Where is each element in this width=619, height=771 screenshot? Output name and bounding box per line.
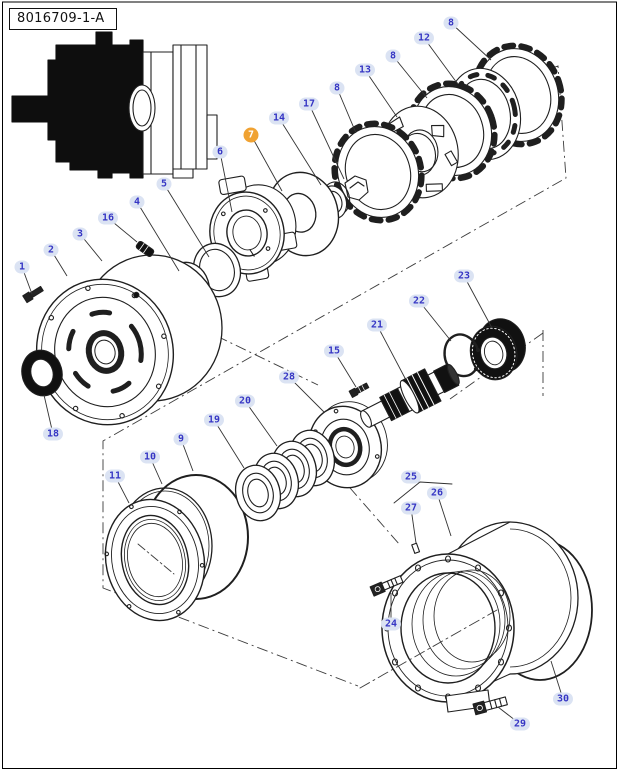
callout-badge-10[interactable]: 10: [139, 450, 161, 464]
part-6-piston-housing: [209, 175, 298, 282]
leader-line-14: [278, 117, 322, 186]
part-number-box: 8016709-1-A: [9, 8, 118, 30]
part-23-bearing: [469, 318, 526, 381]
part-24-bolt: [369, 575, 404, 597]
callout-badge-1[interactable]: 1: [14, 260, 30, 274]
callout-badge-3[interactable]: 3: [72, 227, 88, 241]
group-25-bracket: [393, 481, 453, 504]
leader-line-26: [436, 492, 452, 537]
part-1-bolt: [22, 285, 44, 304]
part-26-housing-drum: [381, 521, 579, 713]
callout-badge-2[interactable]: 2: [43, 243, 59, 257]
callout-badge-7-highlighted[interactable]: 7: [243, 127, 259, 143]
part-29-bolt: [472, 696, 508, 716]
callout-badge-8[interactable]: 8: [443, 16, 459, 30]
callout-badge-22[interactable]: 22: [408, 294, 430, 308]
callout-badge-17[interactable]: 17: [298, 97, 320, 111]
callout-badge-18[interactable]: 18: [42, 427, 64, 441]
leader-line-22: [418, 300, 452, 342]
part-15-screw: [348, 382, 370, 398]
leader-line-7: [250, 134, 283, 192]
part-19-20-spring-washers: [234, 429, 336, 522]
callout-badge-5[interactable]: 5: [156, 177, 172, 191]
axis-line-in-part-26: [359, 609, 498, 689]
leader-line-12: [423, 37, 458, 84]
callout-badge-26[interactable]: 26: [426, 486, 448, 500]
callout-badge-15[interactable]: 15: [323, 344, 345, 358]
leader-line-6: [219, 151, 233, 213]
leader-line-8: [336, 87, 357, 134]
part-number: 8016709-1-A: [17, 11, 105, 26]
callout-badge-13[interactable]: 13: [354, 63, 376, 77]
callout-badge-21[interactable]: 21: [366, 318, 388, 332]
leader-line-8: [392, 55, 428, 99]
callout-badge-24[interactable]: 24: [380, 617, 402, 631]
axis-line-in-part-11: [137, 543, 175, 575]
callout-badge-20[interactable]: 20: [234, 394, 256, 408]
leader-line-17: [308, 103, 345, 180]
part-17-plug: [344, 175, 369, 201]
callout-badge-8[interactable]: 8: [385, 49, 401, 63]
leader-line-5: [163, 183, 210, 258]
part-16-stud: [135, 240, 155, 258]
callout-badge-30[interactable]: 30: [552, 692, 574, 706]
leader-line-21: [376, 324, 407, 381]
part-27-pin: [411, 542, 421, 554]
part-2-back-plate: [35, 278, 175, 426]
callout-badge-12[interactable]: 12: [413, 31, 435, 45]
leader-line-20: [244, 400, 278, 447]
part-21-shaft: [360, 363, 460, 428]
callout-badge-28[interactable]: 28: [278, 370, 300, 384]
callout-badge-4[interactable]: 4: [129, 195, 145, 209]
callout-badge-19[interactable]: 19: [203, 413, 225, 427]
part-22-snap-ring: [443, 333, 481, 378]
leader-line-19: [213, 419, 245, 469]
callout-badge-27[interactable]: 27: [400, 501, 422, 515]
callout-badge-9[interactable]: 9: [173, 432, 189, 446]
leader-line-4: [136, 201, 180, 272]
callout-badge-8[interactable]: 8: [329, 81, 345, 95]
callout-badge-25[interactable]: 25: [400, 470, 422, 484]
callout-badge-23[interactable]: 23: [453, 269, 475, 283]
leader-line-23: [463, 275, 493, 329]
callout-badge-14[interactable]: 14: [268, 111, 290, 125]
callout-leader-lines: [21, 22, 564, 725]
leader-line-8: [450, 22, 492, 61]
callout-badge-16[interactable]: 16: [97, 211, 119, 225]
assembled-unit-drawing: [11, 31, 218, 179]
part-18-seal: [21, 349, 63, 397]
leader-line-13: [364, 69, 398, 118]
callout-badge-29[interactable]: 29: [509, 717, 531, 731]
callout-badge-6[interactable]: 6: [212, 145, 228, 159]
callout-badge-11[interactable]: 11: [104, 469, 126, 483]
part-11-retainer-flange: [104, 498, 206, 622]
